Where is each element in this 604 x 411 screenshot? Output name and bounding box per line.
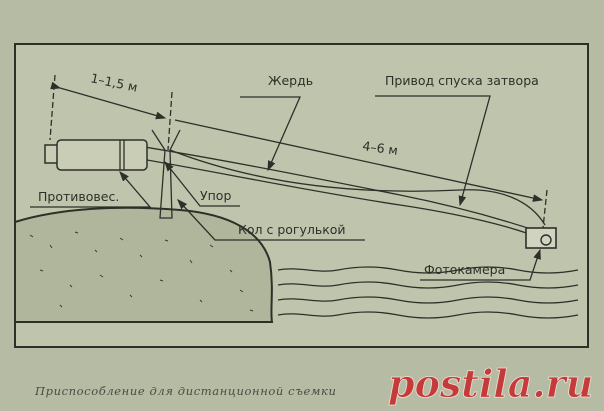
shutter-release-cable — [169, 149, 546, 226]
forked-stake — [151, 129, 181, 219]
watermark: postila.ru — [388, 361, 593, 406]
label-forked-stake: Кол с рогулькой — [238, 222, 346, 237]
counterweight-leader — [30, 171, 152, 208]
long-dimension-arrow — [174, 119, 544, 202]
camera-leader — [420, 248, 541, 281]
caption: Приспособление для дистанционной съемки — [34, 384, 336, 398]
label-long-distance: 4–6 м — [362, 138, 399, 158]
hill — [14, 206, 274, 323]
pole-leader — [240, 96, 301, 172]
camera — [525, 227, 557, 249]
label-support: Упор — [200, 188, 231, 203]
counterweight — [44, 139, 148, 171]
label-pole: Жердь — [268, 73, 313, 88]
label-counterweight: Противовес. — [38, 189, 119, 204]
water — [277, 266, 579, 319]
ground-texture — [29, 231, 254, 312]
stake-leader — [177, 199, 230, 241]
label-shutter-release: Привод спуска затвора — [385, 73, 539, 88]
shutter-leader — [375, 95, 491, 207]
label-camera: Фотокамера — [424, 262, 505, 277]
support-leader — [164, 160, 240, 207]
short-dimension-arrow — [50, 81, 167, 120]
